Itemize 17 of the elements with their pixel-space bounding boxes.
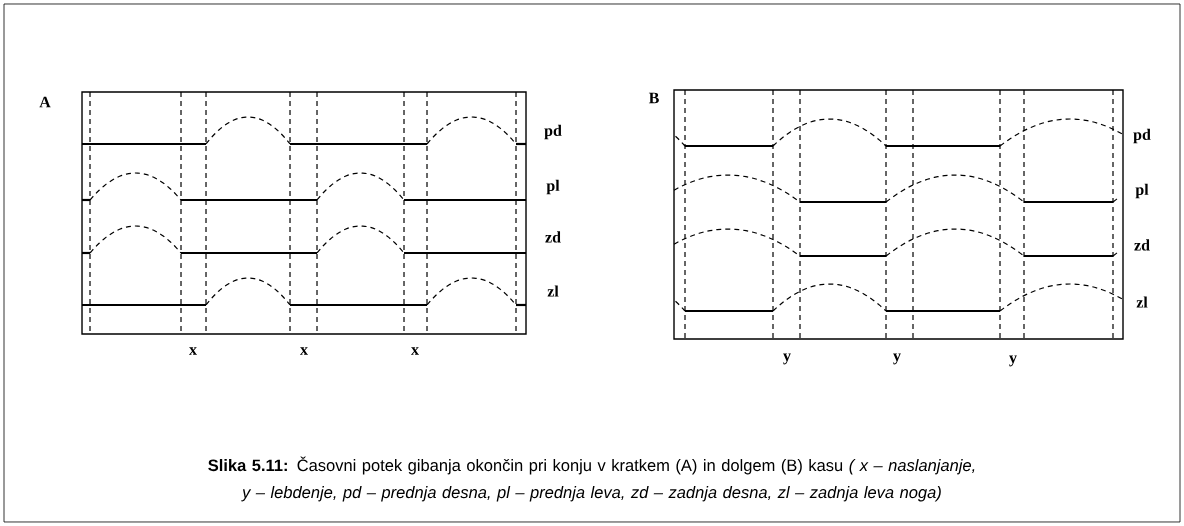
phase-label: x xyxy=(411,347,419,355)
figure-caption: Slika 5.11: Časovni potek gibanja okončin pri konju v kratkem (A) in dolgem (B) kasu ( x – naslanjanje, y – lebdenje, pd – prednja desna, pl – prednja leva, zd – zadnja desna, zl – zadnja leva noga) xyxy=(208,456,975,502)
row-label: zl xyxy=(547,285,559,297)
row-label: zl xyxy=(1136,296,1148,308)
row-label: pl xyxy=(546,179,560,195)
panel-letter: B xyxy=(648,92,659,104)
panel-letter: A xyxy=(39,96,51,108)
row-label: zd xyxy=(1134,239,1150,251)
row-label: pl xyxy=(1135,183,1149,199)
phase-label: x xyxy=(189,347,197,355)
row-label: pd xyxy=(1133,128,1151,144)
row-label: zd xyxy=(545,231,561,243)
phase-label: y xyxy=(1009,355,1017,367)
row-label: pd xyxy=(544,124,562,140)
phase-label: y xyxy=(783,353,791,365)
phase-label: y xyxy=(893,353,901,365)
phase-label: x xyxy=(300,347,308,355)
